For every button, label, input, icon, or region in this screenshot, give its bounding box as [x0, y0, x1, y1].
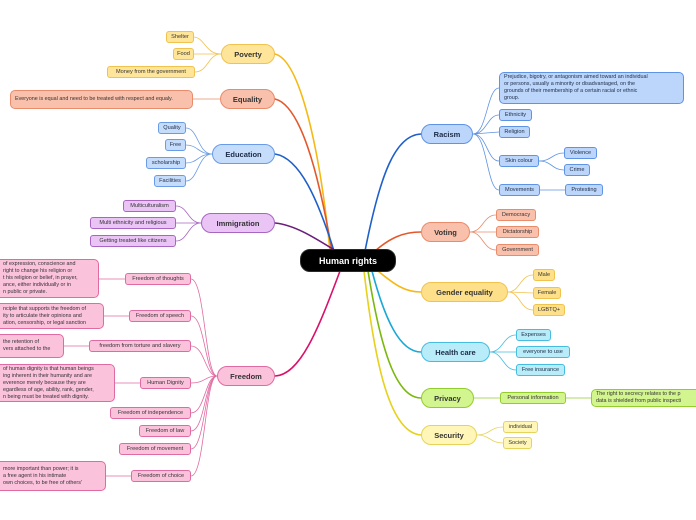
- freedom-item-dignity[interactable]: Human Dignity: [140, 377, 191, 389]
- skin-colour-item-violence[interactable]: Violence: [564, 147, 597, 159]
- immigration-item-multiculturalism[interactable]: Multiculturalism: [123, 200, 176, 212]
- freedom-item-speech[interactable]: Freedom of speech: [129, 310, 191, 322]
- racism-item-movements[interactable]: Movements: [499, 184, 540, 196]
- education-item-scholarship[interactable]: scholarship: [146, 157, 186, 169]
- education-item-quality[interactable]: Quality: [158, 122, 186, 134]
- freedom-speech-note[interactable]: nciple that supports the freedom of ity …: [0, 303, 104, 329]
- connector-voting: [374, 231, 422, 252]
- freedom-choice-note[interactable]: more important than power; it is a free …: [0, 461, 106, 491]
- skin-colour-item-crime[interactable]: Crime: [564, 164, 590, 176]
- racism-item-ethnicity[interactable]: Ethnicity: [499, 109, 532, 121]
- topic-gender-equality[interactable]: Gender equality: [421, 282, 508, 302]
- topic-racism[interactable]: Racism: [421, 124, 473, 144]
- health-item-free-insurance[interactable]: Free insurance: [516, 364, 565, 376]
- racism-definition-note[interactable]: Prejudice, bigotry, or antagonism aimed …: [499, 72, 684, 104]
- voting-item-democracy[interactable]: Democracy: [496, 209, 536, 221]
- freedom-thoughts-note[interactable]: of expression, conscience and right to c…: [0, 259, 99, 298]
- education-item-free[interactable]: Free: [165, 139, 186, 151]
- security-item-individual[interactable]: individual: [503, 421, 538, 433]
- connector-security: [363, 270, 422, 436]
- topic-education[interactable]: Education: [212, 144, 275, 164]
- connector-health: [371, 270, 422, 353]
- topic-security[interactable]: Security: [421, 425, 477, 445]
- freedom-dignity-note[interactable]: of human dignity is that human beings in…: [0, 364, 115, 402]
- voting-item-government[interactable]: Government: [496, 244, 539, 256]
- racism-item-religion[interactable]: Religion: [499, 126, 530, 138]
- gender-item-lgbtq[interactable]: LGBTQ+: [533, 304, 565, 316]
- freedom-item-torture[interactable]: freedom from torture and slavery: [89, 340, 191, 352]
- connector-education: [274, 153, 335, 252]
- topic-health-care[interactable]: Health care: [421, 342, 490, 362]
- racism-item-skin-colour[interactable]: Skin colour: [499, 155, 539, 167]
- freedom-item-movement[interactable]: Freedom of movement: [119, 443, 191, 455]
- central-topic[interactable]: Human rights: [300, 249, 396, 272]
- privacy-definition-note[interactable]: The right to secrecy relates to the p da…: [591, 389, 696, 407]
- health-item-expenses[interactable]: Expenses: [516, 329, 551, 341]
- topic-equality[interactable]: Equality: [220, 89, 275, 109]
- privacy-item-personal-information[interactable]: Personal information: [500, 392, 566, 404]
- freedom-torture-note[interactable]: the retention of vers attached to the: [0, 334, 64, 358]
- movements-item-protesting[interactable]: Protesting: [565, 184, 603, 196]
- immigration-item-citizens[interactable]: Getting treated like citizens: [90, 235, 176, 247]
- freedom-item-independence[interactable]: Freedom of independence: [110, 407, 191, 419]
- voting-item-dictatorship[interactable]: Dictatorship: [496, 226, 539, 238]
- connector-freedom: [274, 270, 341, 377]
- connector-immigration: [274, 222, 337, 252]
- topic-poverty[interactable]: Poverty: [221, 44, 275, 64]
- freedom-item-choice[interactable]: Freedom of choice: [131, 470, 191, 482]
- topic-privacy[interactable]: Privacy: [421, 388, 474, 408]
- connector-racism: [364, 133, 422, 252]
- security-item-society[interactable]: Society: [503, 437, 532, 449]
- topic-freedom[interactable]: Freedom: [217, 366, 275, 386]
- poverty-item-food[interactable]: Food: [173, 48, 194, 60]
- connector-gender: [377, 270, 422, 293]
- health-item-everyone[interactable]: everyone to use: [516, 346, 570, 358]
- topic-voting[interactable]: Voting: [421, 222, 470, 242]
- connector-privacy: [367, 270, 422, 399]
- equality-note[interactable]: Everyone is equal and need to be treated…: [10, 90, 193, 109]
- connector-poverty: [274, 53, 331, 252]
- freedom-item-law[interactable]: Freedom of law: [139, 425, 191, 437]
- education-item-facilities[interactable]: Facilities: [154, 175, 186, 187]
- poverty-item-money[interactable]: Money from the government: [107, 66, 195, 78]
- immigration-item-multi-ethnicity[interactable]: Multi ethnicity and religious: [90, 217, 176, 229]
- poverty-item-shelter[interactable]: Shelter: [166, 31, 194, 43]
- gender-item-female[interactable]: Female: [533, 287, 561, 299]
- freedom-item-thoughts[interactable]: Freedom of thoughts: [125, 273, 191, 285]
- connector-equality: [274, 98, 333, 252]
- topic-immigration[interactable]: Immigration: [201, 213, 275, 233]
- gender-item-male[interactable]: Male: [533, 269, 555, 281]
